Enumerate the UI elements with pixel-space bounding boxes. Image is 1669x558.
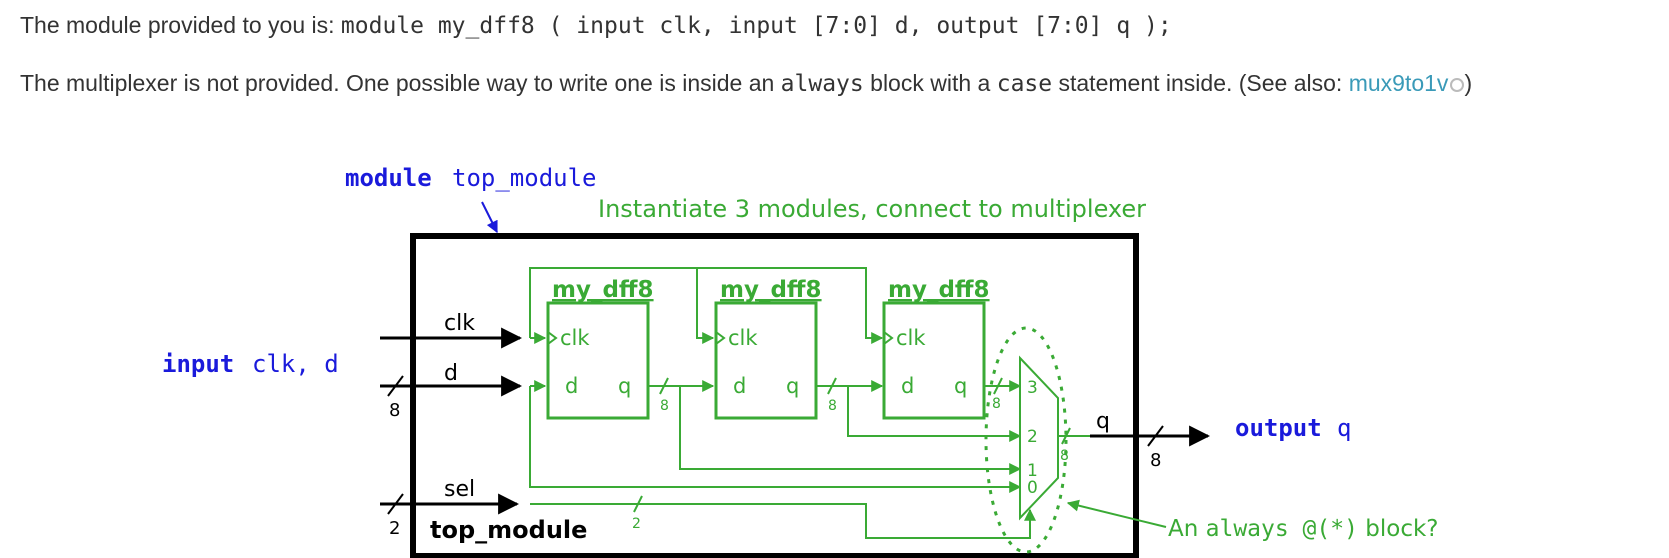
bus-width-label: 8: [1060, 448, 1069, 464]
dff-box: [882, 301, 986, 420]
bus-width-label: 8: [660, 398, 669, 414]
top-module-label: top_module: [430, 516, 587, 544]
multiplexer: 3 2 1 0: [984, 326, 1068, 554]
always-keyword-code: always: [780, 71, 864, 97]
dff-instance-3: my_dff8 clk d q: [882, 277, 990, 420]
intro-text: The multiplexer is not provided. One pos…: [20, 70, 781, 96]
dff-title: my_dff8: [552, 277, 654, 303]
bus-slash: [633, 495, 643, 513]
bus-width-label: 8: [992, 396, 1001, 412]
intro-paragraph-2: The multiplexer is not provided. One pos…: [20, 70, 1472, 97]
clk-wire-dff3: [529, 267, 884, 344]
intro-text: statement inside. (See also:: [1052, 70, 1349, 96]
dff-box: [546, 301, 650, 420]
dff-clk-port: clk: [728, 326, 758, 350]
q-bus-width: 8: [1150, 450, 1161, 471]
intro-text: block with a: [863, 70, 997, 96]
input-ports: clk, d: [252, 350, 339, 378]
bus-slash: [827, 377, 837, 395]
intro-paragraph-1: The module provided to you is: module my…: [20, 12, 1172, 39]
mux-input-label: 0: [1027, 478, 1038, 498]
top-module-box: [410, 233, 1139, 558]
q-wire-label: q: [1096, 409, 1110, 434]
module-pointer-arrow: [481, 201, 498, 234]
sel-bus-width: 2: [389, 518, 400, 539]
dff-title: my_dff8: [720, 277, 822, 303]
dff-d-port: d: [901, 374, 914, 398]
dff-title: my_dff8: [888, 277, 990, 303]
dff-clk-port: clk: [896, 326, 926, 350]
always-note-suffix: block?: [1358, 516, 1439, 542]
dff-d-port: d: [565, 374, 578, 398]
top-module-diagram: module top_module Instantiate 3 modules,…: [162, 164, 1439, 558]
always-block-outline: [984, 326, 1068, 554]
bus-width-label: 2: [632, 516, 641, 532]
dff-instance-2: my_dff8 clk d q: [714, 277, 822, 420]
dff-box: [714, 301, 818, 420]
d-to-mux0-wire: [529, 386, 1022, 493]
sel-to-mux-wire: [530, 503, 1036, 539]
dff-instance-1: my_dff8 clk d q: [546, 277, 654, 420]
always-note-prefix: An: [1168, 516, 1206, 542]
clock-triangle-icon: [715, 331, 726, 345]
clock-triangle-icon: [547, 331, 558, 345]
clk-label: clk: [444, 311, 475, 336]
mux-shape: [1019, 355, 1059, 521]
sel-bus-slash: [387, 493, 404, 515]
always-note: An always @(*) block?: [1168, 516, 1439, 542]
output-port: q: [1337, 414, 1351, 442]
module-signature-code: module my_dff8 ( input clk, input [7:0] …: [340, 13, 1172, 39]
mux-input-label: 1: [1027, 461, 1038, 481]
q1-to-mux1-wire: [679, 386, 1022, 475]
mux9to1v-link[interactable]: mux9to1v: [1348, 70, 1449, 96]
d-bus-width: 8: [389, 400, 400, 421]
output-keyword: output: [1235, 414, 1322, 442]
module-keyword: module: [345, 164, 432, 192]
mux-input-label: 2: [1027, 427, 1038, 447]
intro-text: The module provided to you is:: [20, 12, 341, 38]
dff-q-port: q: [786, 374, 799, 398]
intro-text: ): [1464, 70, 1473, 96]
input-keyword: input: [162, 350, 234, 378]
dff-q-port: q: [954, 374, 967, 398]
clk-wire-dff2: [696, 268, 715, 344]
case-keyword-code: case: [996, 71, 1053, 97]
bus-width-label: 8: [828, 398, 837, 414]
external-link-icon[interactable]: [1450, 77, 1465, 92]
instantiate-note: Instantiate 3 modules, connect to multip…: [598, 195, 1146, 223]
q-bus-slash: [1147, 425, 1164, 447]
sel-label: sel: [444, 477, 475, 502]
dff-clk-port: clk: [560, 326, 590, 350]
d-bus-slash: [387, 375, 404, 397]
module-name: top_module: [452, 164, 597, 192]
always-note-arrow: [1066, 499, 1167, 528]
d-label: d: [444, 361, 458, 386]
bus-slash: [659, 377, 669, 395]
clock-triangle-icon: [883, 331, 894, 345]
dff-q-port: q: [618, 374, 631, 398]
q2-to-mux2-wire: [847, 386, 1022, 442]
bus-slash: [993, 377, 1003, 395]
always-note-code: always @(*): [1206, 516, 1358, 542]
mux-input-label: 3: [1027, 378, 1038, 398]
dff-d-port: d: [733, 374, 746, 398]
